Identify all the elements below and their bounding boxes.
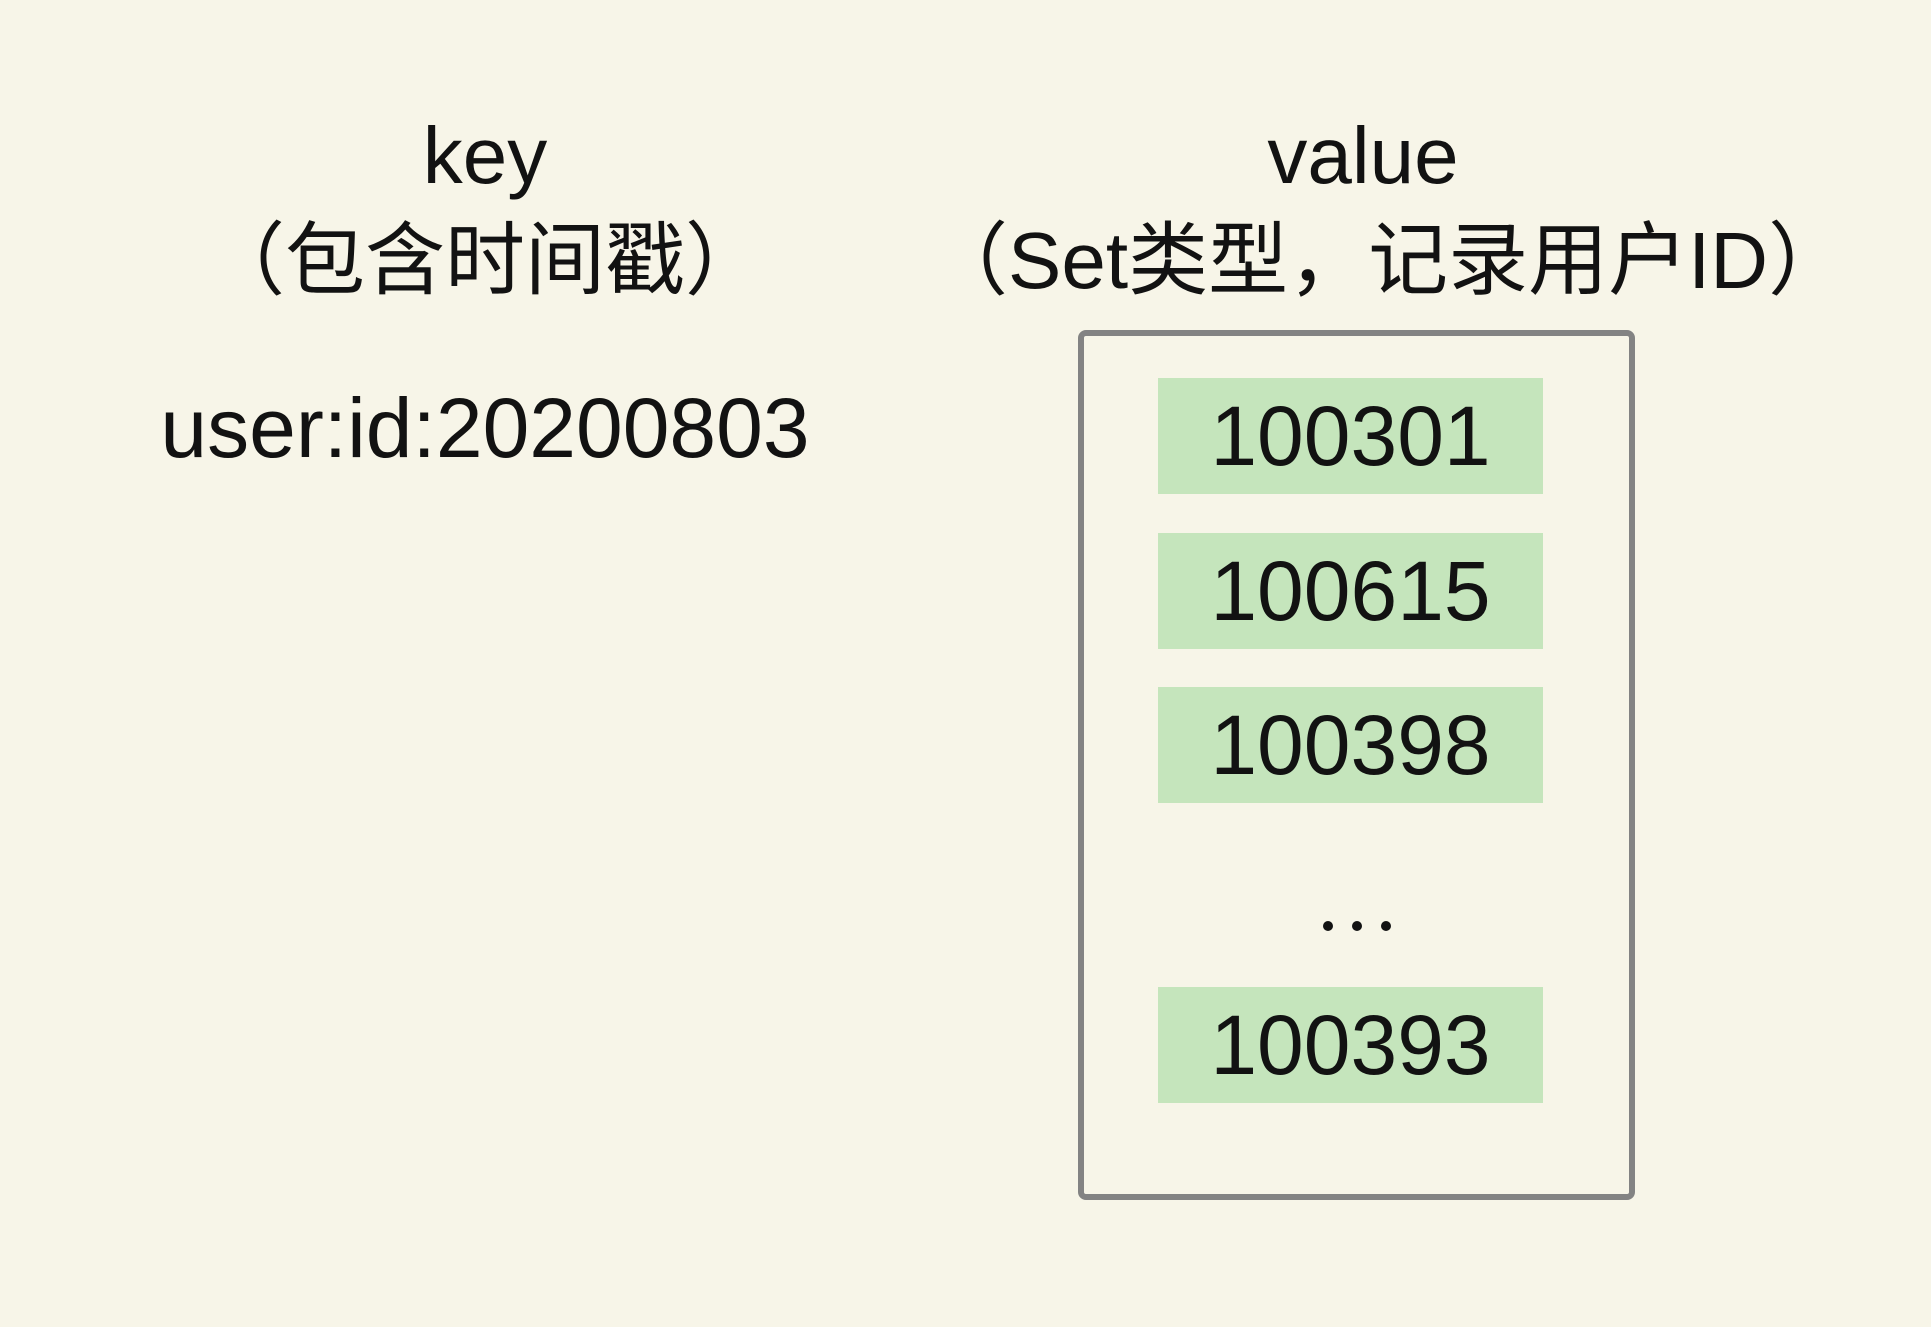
ellipsis-dot-icon	[1322, 921, 1333, 931]
ellipsis-dot-icon	[1351, 921, 1362, 931]
set-member: 100398	[1158, 687, 1543, 803]
key-column-header: key （包含时间戳）	[85, 103, 885, 313]
set-member: 100393	[1158, 987, 1543, 1103]
value-title: value	[1267, 111, 1459, 200]
value-column-header: value （Set类型，记录用户ID）	[928, 103, 1849, 313]
set-container-box: 100301 100615 100398 100393	[1078, 330, 1635, 1200]
value-subtitle: （Set类型，记录用户ID）	[928, 216, 1849, 305]
key-title: key	[422, 111, 548, 200]
key-subtitle: （包含时间戳）	[205, 216, 765, 305]
set-member: 100615	[1158, 533, 1543, 649]
set-member: 100301	[1158, 378, 1543, 494]
key-value-text: user:id:20200803	[160, 381, 810, 475]
ellipsis-dots	[1084, 881, 1629, 971]
ellipsis-dot-icon	[1380, 921, 1391, 931]
